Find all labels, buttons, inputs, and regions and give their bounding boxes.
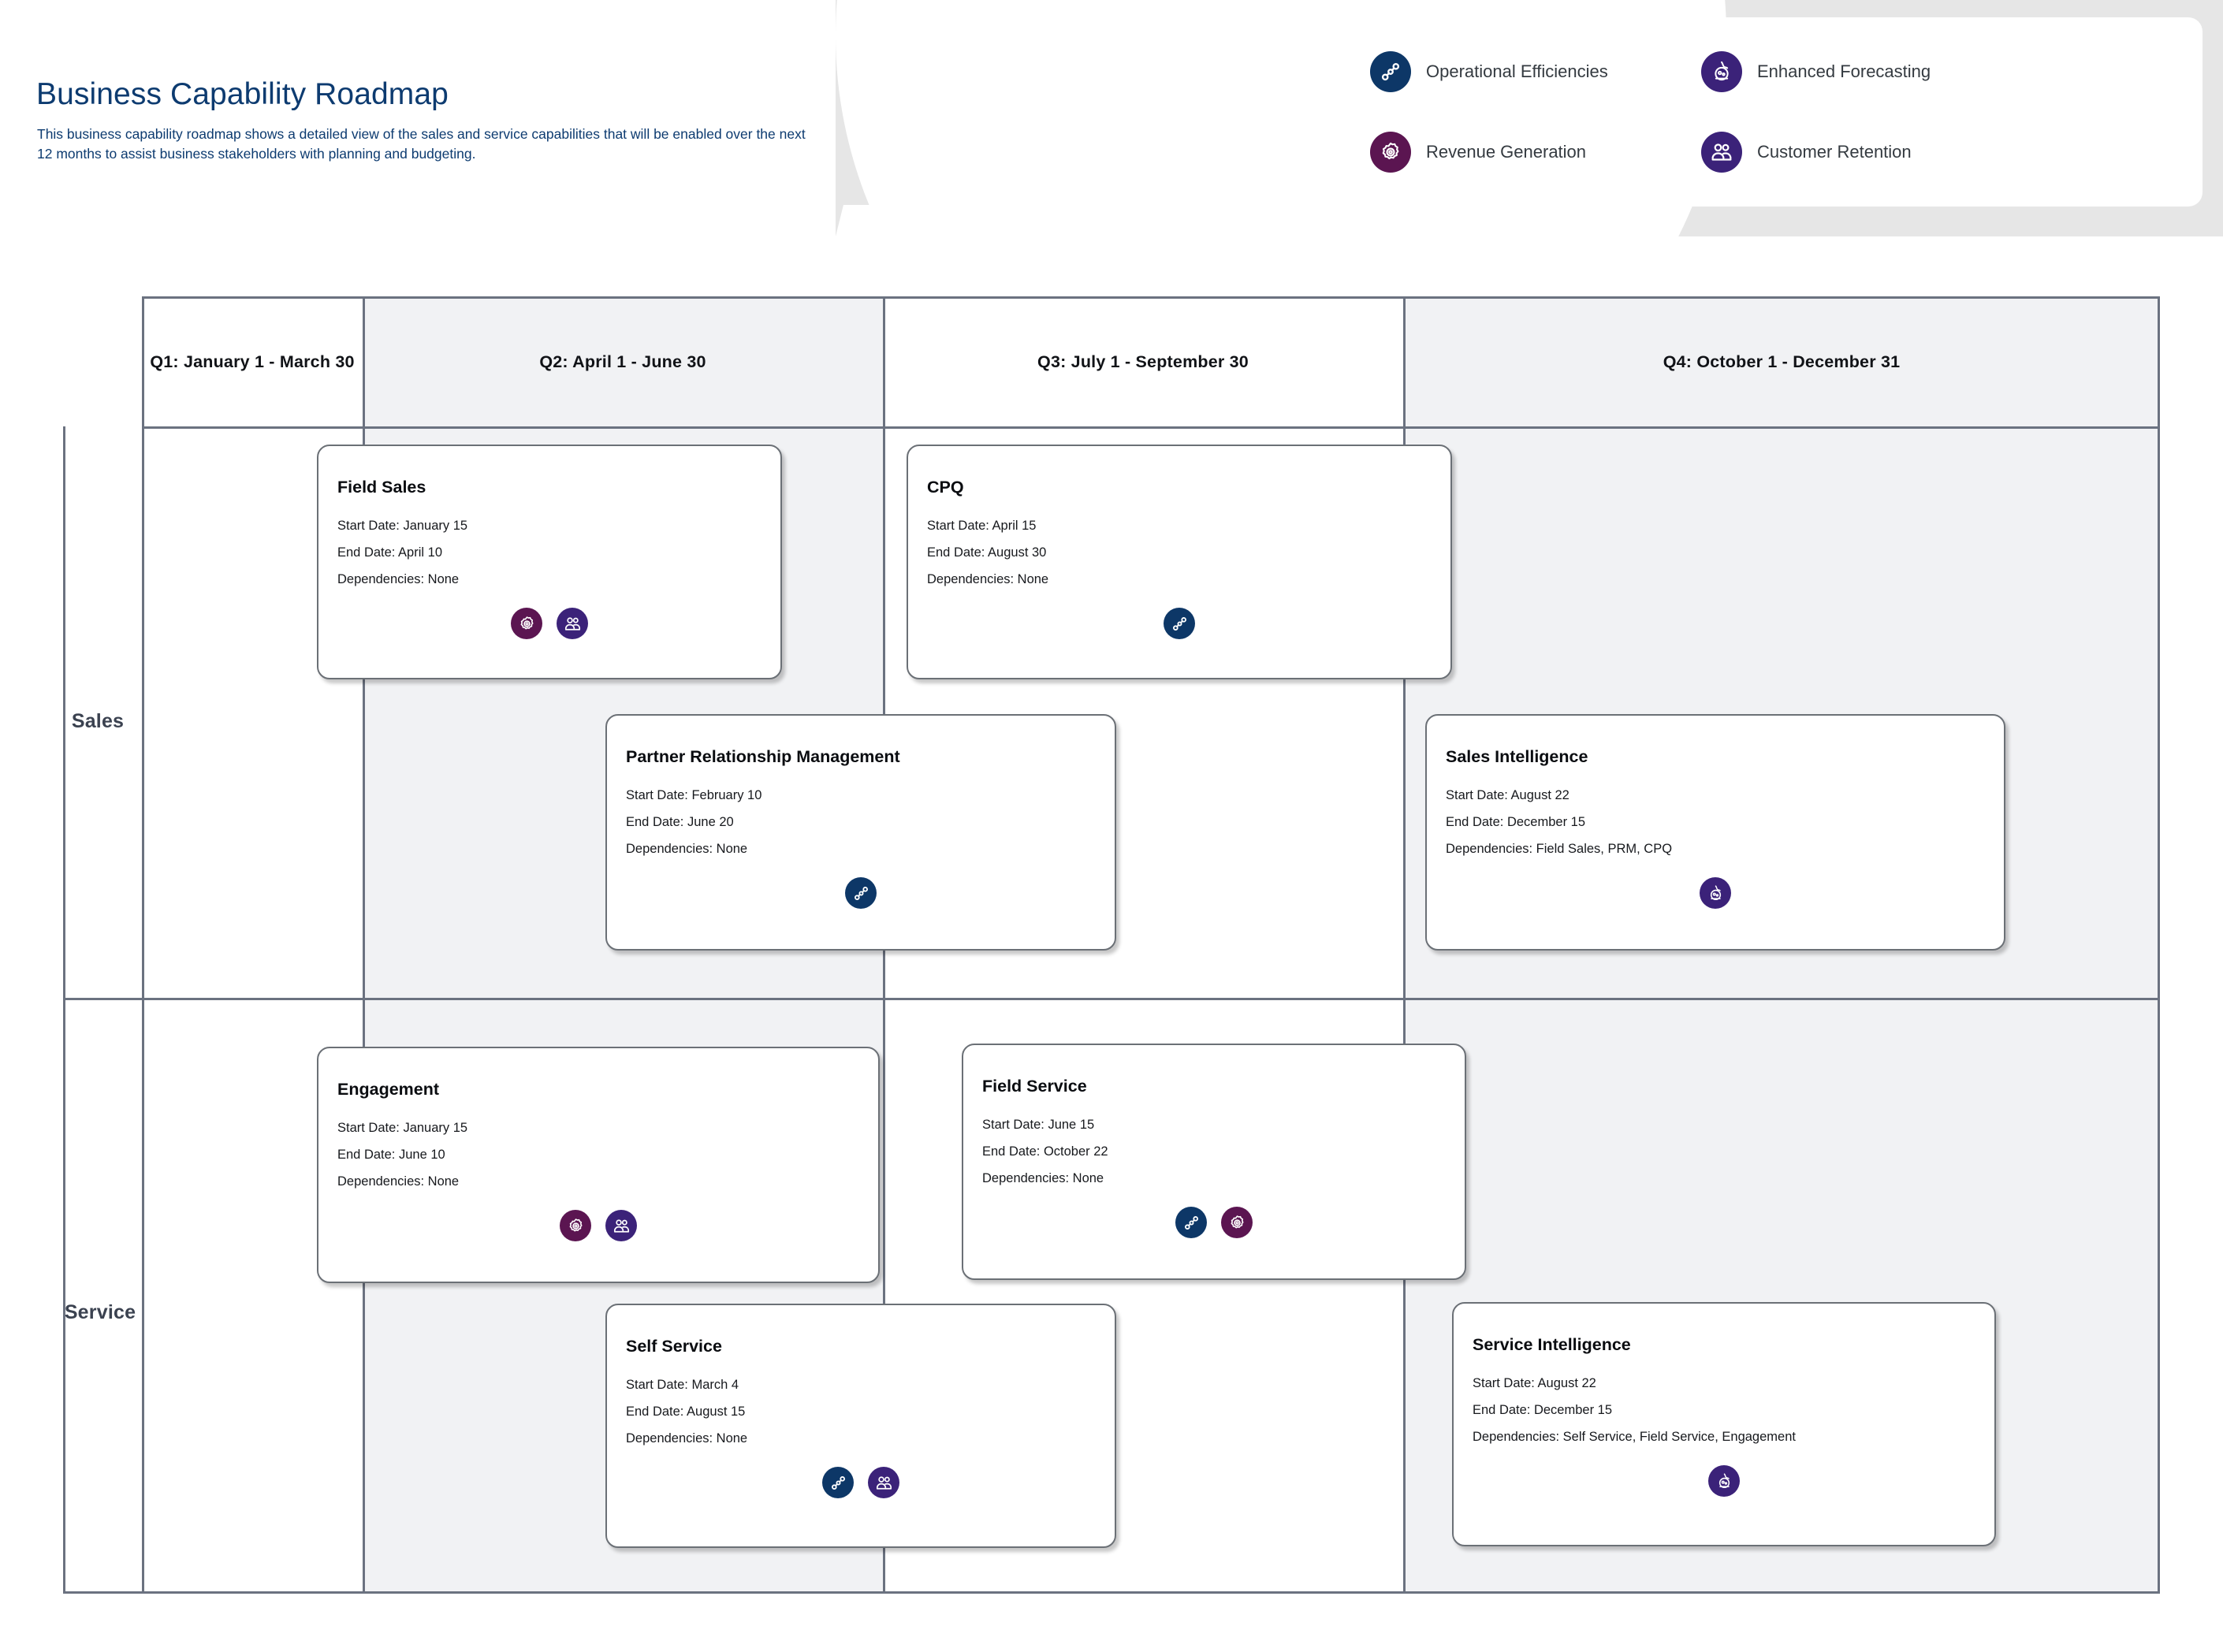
- legend-item-label: Enhanced Forecasting: [1757, 61, 1931, 81]
- capability-start-date: Start Date: January 15: [337, 1121, 468, 1135]
- crystal-ball-icon: [1701, 51, 1742, 92]
- capability-end-date: End Date: October 22: [982, 1144, 1108, 1159]
- capability-dependencies: Dependencies: Self Service, Field Servic…: [1473, 1430, 1796, 1444]
- capability-title: Self Service: [626, 1337, 722, 1356]
- grid-line-col-rowlabel: [142, 296, 144, 1594]
- page-title: Business Capability Roadmap: [36, 77, 449, 111]
- crystal-ball-icon: [1708, 1465, 1740, 1497]
- capability-end-date: End Date: August 15: [626, 1405, 746, 1419]
- capability-card-cpq[interactable]: CPQ Start Date: April 15 End Date: August …: [907, 445, 1452, 679]
- row-label-service: Service: [64, 1301, 136, 1323]
- capability-dependencies: Dependencies: None: [927, 572, 1049, 586]
- capability-dependencies: Dependencies: None: [626, 842, 748, 856]
- link-nodes-icon: [845, 877, 877, 909]
- capability-title: Service Intelligence: [1473, 1335, 1631, 1354]
- capability-end-date: End Date: June 10: [337, 1148, 445, 1162]
- legend-item-customer-retention: Customer Retention: [1701, 132, 2203, 173]
- capability-dependencies: Dependencies: None: [337, 1174, 460, 1189]
- capability-dependencies: Dependencies: None: [337, 572, 460, 586]
- capability-start-date: Start Date: March 4: [626, 1378, 739, 1392]
- roadmap-grid: Q1: January 1 - March 30 Q2: April 1 - J…: [63, 296, 2160, 1594]
- capability-end-date: End Date: June 20: [626, 815, 734, 829]
- legend-item-label: Customer Retention: [1757, 142, 1912, 162]
- capability-icon-row: [560, 1210, 637, 1241]
- capability-icon-row: [1175, 1207, 1253, 1238]
- legend-item-enhanced-forecasting: Enhanced Forecasting: [1701, 51, 2203, 92]
- capability-dependencies: Dependencies: None: [626, 1431, 748, 1446]
- gear-target-icon: [1370, 132, 1411, 173]
- capability-title: Field Sales: [337, 478, 426, 497]
- link-nodes-icon: [822, 1467, 854, 1498]
- capability-start-date: Start Date: August 22: [1473, 1376, 1596, 1390]
- page-subtitle: This business capability roadmap shows a…: [37, 126, 806, 162]
- capability-icon-row: [1708, 1465, 1740, 1497]
- capability-start-date: Start Date: June 15: [982, 1118, 1095, 1132]
- grid-line-left-edge: [63, 426, 65, 1594]
- capability-icon-row: [822, 1467, 899, 1498]
- crystal-ball-icon: [1700, 877, 1731, 909]
- people-icon: [557, 608, 588, 639]
- capability-start-date: Start Date: August 22: [1446, 788, 1570, 802]
- grid-line-right-edge: [2158, 296, 2160, 1594]
- grid-line-bottom: [63, 1591, 2160, 1594]
- capability-icon-row: [845, 877, 877, 909]
- legend-item-operational-efficiencies: Operational Efficiencies: [1370, 51, 1701, 92]
- quarter-header-q1: Q1: January 1 - March 30: [150, 352, 355, 371]
- grid-line-top: [142, 296, 2160, 299]
- quarter-header-q3: Q3: July 1 - September 30: [1037, 352, 1249, 371]
- legend-panel: Operational Efficiencies Enhanced Foreca…: [1327, 17, 2203, 206]
- page-header: Business Capability Roadmap This busines…: [0, 0, 2223, 481]
- people-icon: [605, 1210, 637, 1241]
- capability-end-date: End Date: April 10: [337, 545, 442, 560]
- capability-title: Sales Intelligence: [1446, 747, 1588, 766]
- capability-start-date: Start Date: April 15: [927, 519, 1037, 533]
- grid-line-under-quarters: [142, 426, 2160, 429]
- legend-item-label: Operational Efficiencies: [1426, 61, 1608, 81]
- capability-icon-row: [511, 608, 588, 639]
- capability-title: Partner Relationship Management: [626, 747, 900, 766]
- grid-line-col-q1-q2: [363, 296, 365, 1594]
- grid-line-col-q3-q4: [1403, 296, 1406, 1594]
- legend-item-label: Revenue Generation: [1426, 142, 1587, 162]
- people-icon: [868, 1467, 899, 1498]
- grid-line-row-divider: [63, 998, 2160, 1000]
- link-nodes-icon: [1175, 1207, 1207, 1238]
- gear-target-icon: [1221, 1207, 1253, 1238]
- row-label-sales: Sales: [71, 710, 125, 732]
- capability-title: Engagement: [337, 1080, 440, 1099]
- quarter-header-q4: Q4: October 1 - December 31: [1663, 352, 1901, 371]
- capability-start-date: Start Date: January 15: [337, 519, 468, 533]
- quarter-header-q2: Q2: April 1 - June 30: [539, 352, 706, 371]
- gear-target-icon: [560, 1210, 591, 1241]
- capability-start-date: Start Date: February 10: [626, 788, 762, 802]
- capability-title: CPQ: [927, 478, 964, 497]
- capability-end-date: End Date: August 30: [927, 545, 1047, 560]
- capability-end-date: End Date: December 15: [1473, 1403, 1613, 1417]
- legend-item-revenue-generation: Revenue Generation: [1370, 132, 1701, 173]
- capability-title: Field Service: [982, 1077, 1087, 1096]
- link-nodes-icon: [1164, 608, 1195, 639]
- capability-icon-row: [1700, 877, 1731, 909]
- header-bottom-taper: [836, 205, 946, 236]
- people-icon: [1701, 132, 1742, 173]
- capability-dependencies: Dependencies: None: [982, 1171, 1104, 1185]
- capability-dependencies: Dependencies: Field Sales, PRM, CPQ: [1446, 842, 1673, 856]
- capability-end-date: End Date: December 15: [1446, 815, 1586, 829]
- link-nodes-icon: [1370, 51, 1411, 92]
- gear-target-icon: [511, 608, 542, 639]
- capability-icon-row: [1164, 608, 1195, 639]
